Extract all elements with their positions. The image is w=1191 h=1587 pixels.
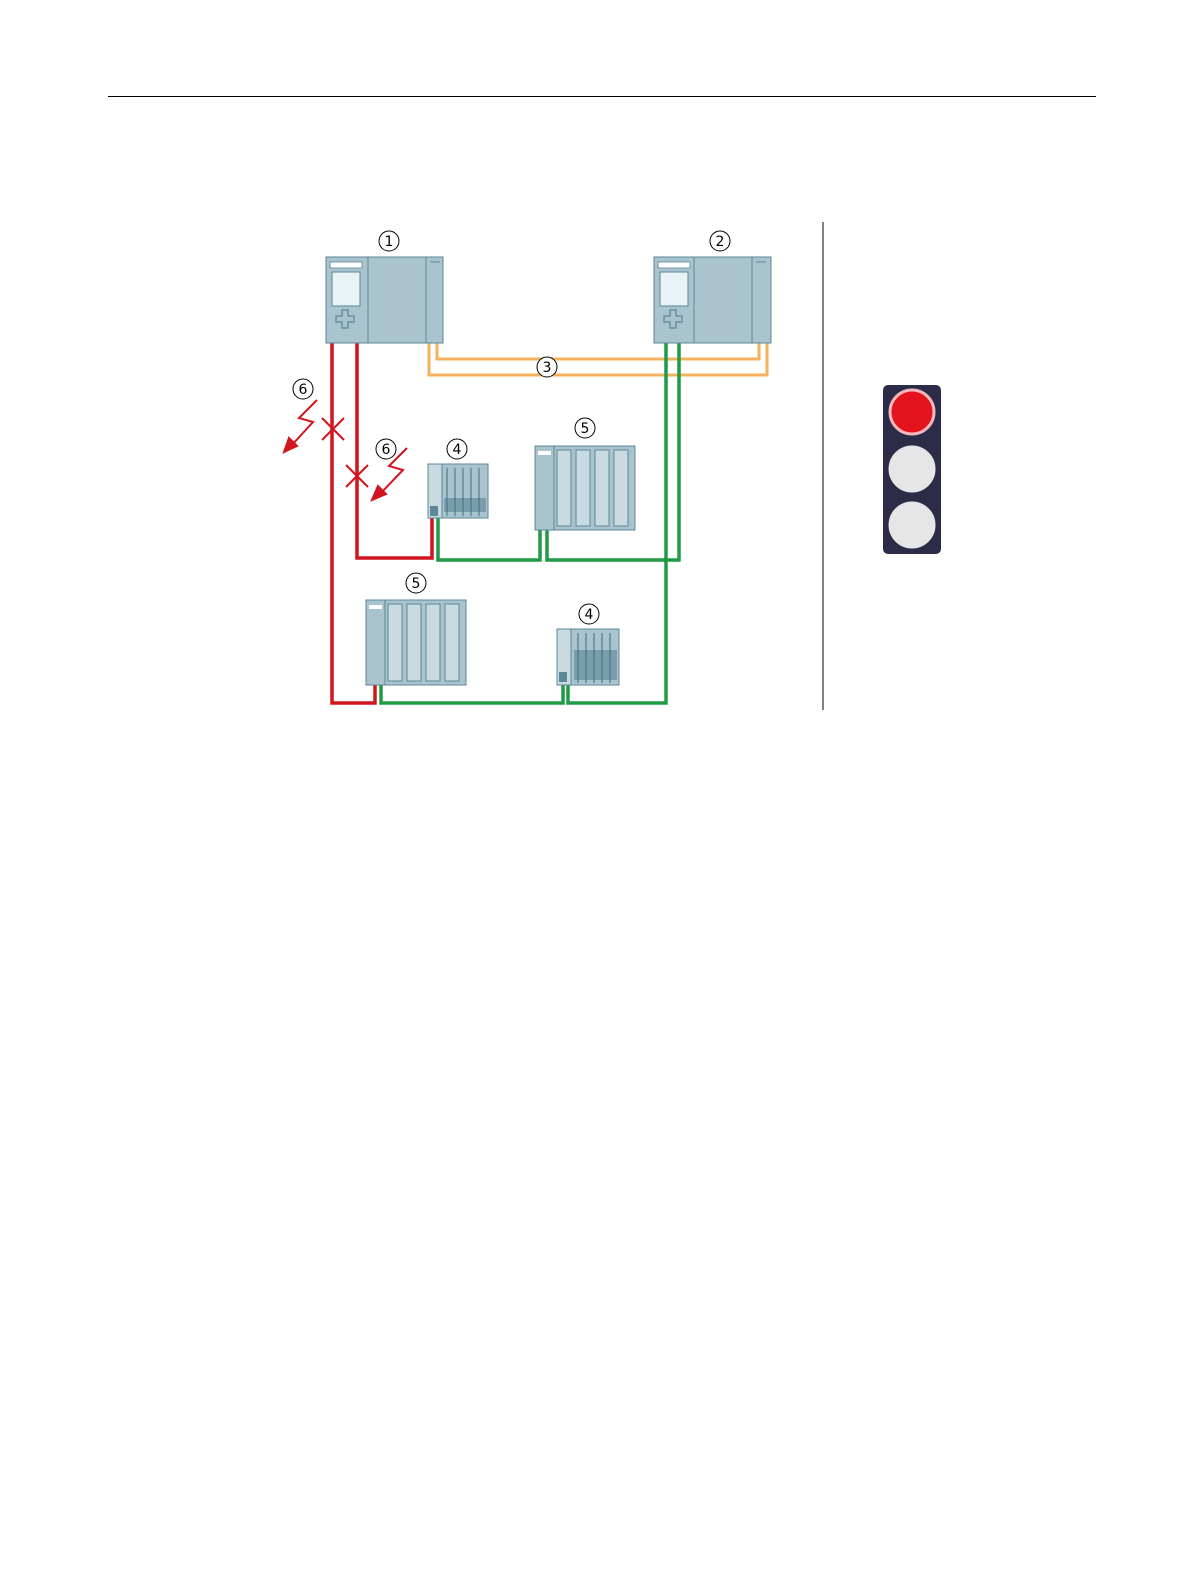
callout-3: 3 <box>537 357 557 377</box>
fault-marker-inner <box>346 448 407 500</box>
svg-text:4: 4 <box>453 442 462 458</box>
traffic-light-lamp-green <box>890 503 934 547</box>
traffic-light-icon <box>883 385 941 554</box>
svg-text:5: 5 <box>412 576 421 592</box>
svg-text:2: 2 <box>716 234 725 250</box>
io-rack-top <box>535 446 635 530</box>
callout-4-top: 4 <box>447 439 467 459</box>
callout-6-outer: 6 <box>293 379 313 399</box>
callout-6-inner: 6 <box>376 439 396 459</box>
callout-5-top: 5 <box>575 418 595 438</box>
io-compact-bottom <box>557 629 619 685</box>
svg-text:6: 6 <box>382 442 391 458</box>
svg-text:4: 4 <box>585 607 594 623</box>
cpu-backup <box>654 257 771 343</box>
callout-1: 1 <box>379 231 399 251</box>
io-compact-top <box>428 464 488 518</box>
svg-text:3: 3 <box>543 360 552 376</box>
sync-link-cables <box>429 343 767 375</box>
redundant-system-diagram: 1 2 3 4 5 5 4 6 6 <box>0 0 1191 760</box>
callout-5-bottom: 5 <box>406 573 426 593</box>
cpu-primary <box>326 257 443 343</box>
callout-4-bottom: 4 <box>579 604 599 624</box>
fault-marker-outer <box>284 400 344 452</box>
traffic-light-lamp-red <box>890 390 934 434</box>
svg-text:5: 5 <box>581 421 590 437</box>
io-rack-bottom <box>366 600 466 685</box>
callout-2: 2 <box>710 231 730 251</box>
traffic-light-lamp-amber <box>890 447 934 491</box>
svg-text:6: 6 <box>299 382 308 398</box>
svg-text:1: 1 <box>385 234 394 250</box>
